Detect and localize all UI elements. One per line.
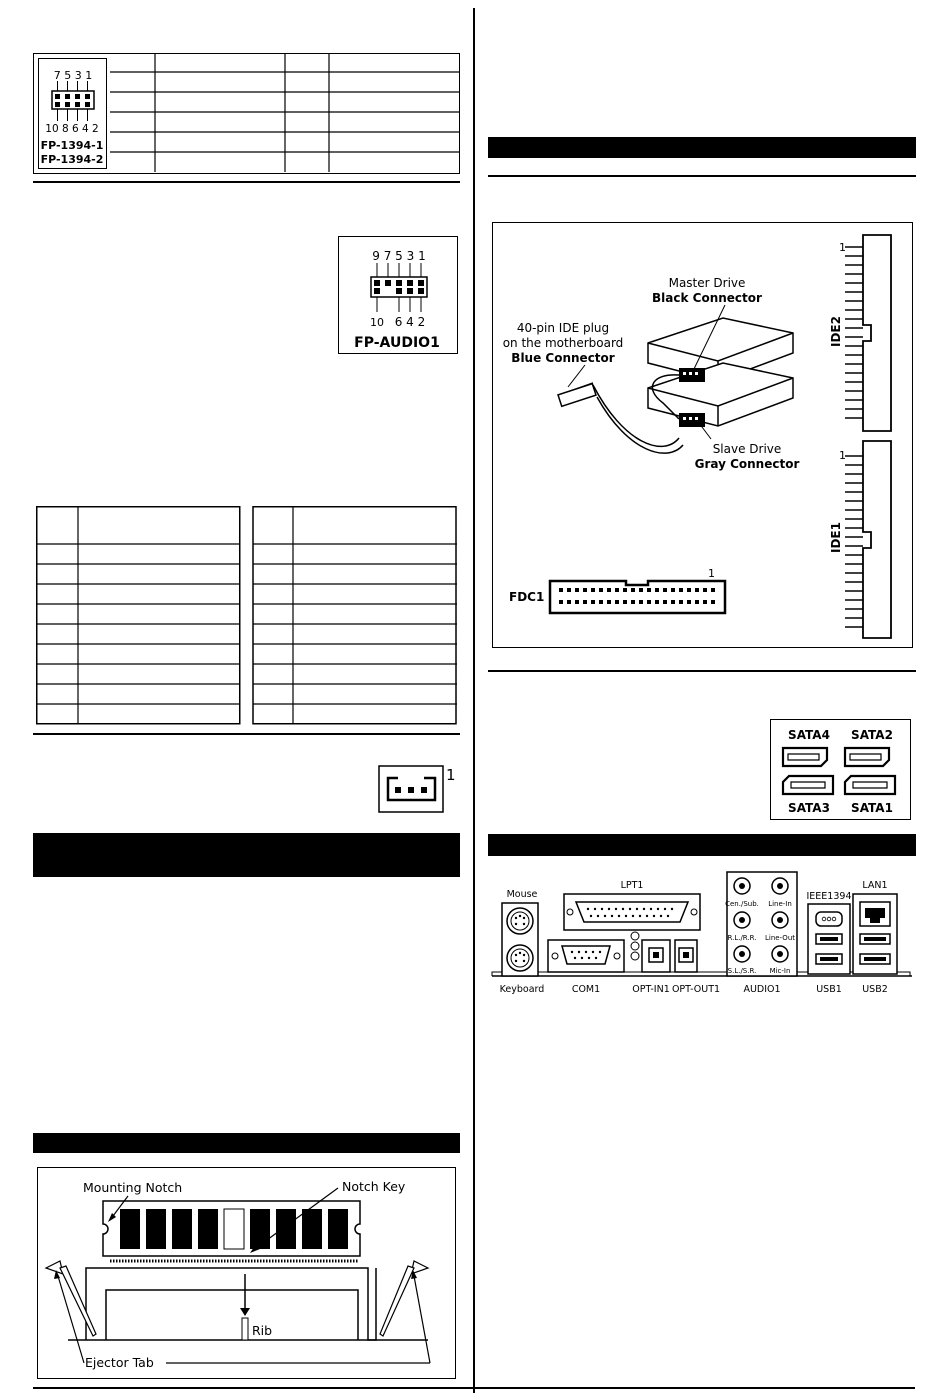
- audio1-label: AUDIO1: [743, 984, 780, 995]
- audio-pin-tables: [36, 506, 457, 725]
- fp-audio-top-pins: 9 7 5 3 1: [372, 249, 425, 263]
- dimm-installation-figure: Mounting Notch Notch Key Rib Ejector Tab: [37, 1167, 456, 1379]
- section-header-bar: [33, 833, 460, 877]
- fp-audio-header-icon: 9 7 5 3 1 10 6 4 2 FP-AUDIO1: [354, 249, 440, 351]
- fp1394-diagram: 7 5 3 1 10 8 6 4 2 FP-1394-1 FP-1394-2: [38, 58, 107, 169]
- line-out-label: Line-Out: [765, 934, 795, 942]
- gray-connector-label: Gray Connector: [695, 457, 800, 471]
- section-header-bar: [488, 834, 916, 856]
- mouse-label: Mouse: [507, 889, 538, 900]
- lpt1-label: LPT1: [621, 880, 644, 891]
- page-bottom-rule: [33, 1387, 915, 1389]
- slave-drive-label: Slave Drive: [713, 442, 782, 456]
- fp1394-figure-table: 7 5 3 1 10 8 6 4 2 FP-1394-1 FP-1394-2: [33, 53, 460, 174]
- ide-fdc-figure: Master Drive Black Connector 40-pin IDE …: [492, 222, 913, 648]
- usb1-label: USB1: [816, 984, 842, 995]
- line-in-label: Line-In: [768, 900, 792, 908]
- sl-sr-label: S.L./S.R.: [728, 967, 757, 975]
- ide2-pin1-label: 1: [839, 241, 846, 254]
- fp-audio-bottom-right: 6 4 2: [395, 315, 426, 329]
- mic-in-label: Mic-In: [770, 967, 791, 975]
- notch-key-label: Notch Key: [342, 1179, 406, 1194]
- fp1394-1-label: FP-1394-1: [41, 139, 104, 152]
- fan-connector-diagram: 1: [378, 760, 458, 814]
- sata3-label: SATA3: [788, 801, 830, 815]
- opt-in1-label: OPT-IN1: [632, 984, 670, 995]
- dimm-diagram: Mounting Notch Notch Key Rib Ejector Tab: [44, 1179, 431, 1370]
- ide1-label: IDE1: [829, 522, 843, 553]
- fan-connector-icon: 1: [378, 765, 456, 813]
- section-divider: [33, 181, 460, 183]
- fp1394-top-pins: 7 5 3 1: [54, 69, 92, 82]
- fp-audio-bottom-left: 10: [370, 316, 384, 329]
- rear-panel-figure: Mouse Keyboard LPT1 COM1 OPT-IN1 OPT-OUT…: [490, 866, 915, 998]
- rear-panel-diagram: Mouse Keyboard LPT1 COM1 OPT-IN1 OPT-OUT…: [491, 871, 912, 995]
- fp-audio-diagram: 9 7 5 3 1 10 6 4 2 FP-AUDIO1: [338, 236, 458, 354]
- ejector-tab-label: Ejector Tab: [85, 1355, 154, 1370]
- lan1-label: LAN1: [862, 880, 887, 891]
- sata4-label: SATA4: [788, 728, 830, 742]
- section-divider: [488, 670, 916, 672]
- fp1394-empty-table: [110, 54, 459, 172]
- fan-pin1-label: 1: [446, 766, 456, 784]
- section-divider: [33, 733, 460, 735]
- black-connector-label: Black Connector: [652, 291, 762, 305]
- mounting-notch-label: Mounting Notch: [83, 1180, 182, 1195]
- fp1394-header-icon: 7 5 3 1 10 8 6 4 2 FP-1394-1 FP-1394-2: [41, 69, 104, 166]
- sata2-label: SATA2: [851, 728, 893, 742]
- master-drive-label: Master Drive: [669, 276, 746, 290]
- fp1394-2-label: FP-1394-2: [41, 153, 104, 166]
- fp-audio-label: FP-AUDIO1: [354, 335, 440, 351]
- column-divider: [473, 8, 475, 1393]
- ieee1394-label: IEEE1394: [807, 891, 852, 902]
- fdc1-label: FDC1: [509, 590, 544, 604]
- fdc1-pin1-label: 1: [708, 567, 715, 580]
- sata1-label: SATA1: [851, 801, 893, 815]
- rl-rr-label: R.L./R.R.: [727, 934, 756, 942]
- on-motherboard-label: on the motherboard: [503, 336, 624, 350]
- ide-fdc-diagram: Master Drive Black Connector 40-pin IDE …: [503, 234, 892, 639]
- sata-diagram: SATA4 SATA2 SATA3 SATA1: [781, 728, 897, 815]
- fp1394-bottom-pins: 10 8 6 4 2: [45, 123, 98, 135]
- blue-connector-label: Blue Connector: [511, 351, 614, 365]
- section-header-bar: [488, 137, 916, 158]
- ide-plug-label: 40-pin IDE plug: [517, 321, 609, 335]
- section-divider: [488, 175, 916, 177]
- sata-connectors-figure: SATA4 SATA2 SATA3 SATA1: [770, 719, 911, 820]
- keyboard-label: Keyboard: [500, 984, 545, 995]
- opt-out1-label: OPT-OUT1: [672, 984, 720, 995]
- cen-sub-label: Cen./Sub.: [725, 900, 759, 908]
- ide2-label: IDE2: [829, 316, 843, 347]
- ide1-pin1-label: 1: [839, 449, 846, 462]
- rib-label: Rib: [252, 1323, 272, 1338]
- com1-label: COM1: [572, 984, 600, 995]
- section-header-bar: [33, 1133, 460, 1153]
- usb2-label: USB2: [862, 984, 888, 995]
